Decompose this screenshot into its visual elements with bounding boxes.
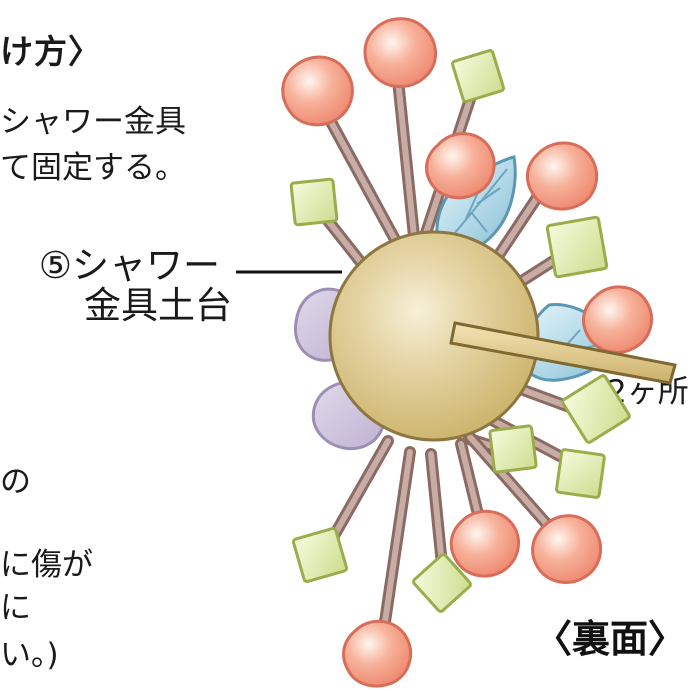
- heading: け方〉: [0, 32, 102, 71]
- peach-flowers: [281, 17, 654, 688]
- blue-leaf-top-vein-c: [470, 211, 488, 233]
- back-side-label: 〈裏面〉: [533, 617, 686, 661]
- instruction-line-1: シャワー金具: [0, 104, 186, 140]
- instruction-line-5: に傷が: [0, 547, 93, 583]
- green-squares: [289, 49, 631, 613]
- back-flower-cluster: [236, 17, 677, 688]
- instruction-line-6: に: [0, 590, 31, 626]
- callout-label-line-1: ⑤シャワー: [10, 247, 220, 284]
- instruction-line-4: の: [0, 464, 31, 500]
- instruction-line-2: て固定する。: [0, 150, 186, 186]
- blue-leaf-top-vein-b: [476, 187, 501, 205]
- callout-text-line-1: シャワー: [72, 244, 220, 287]
- callout-number: ⑤: [38, 244, 72, 287]
- callout-label-line-2: 金具土台: [84, 284, 232, 327]
- instruction-line-7: い。): [0, 637, 59, 673]
- mount-base-disk: [328, 230, 540, 442]
- mounting-pin: [449, 321, 677, 385]
